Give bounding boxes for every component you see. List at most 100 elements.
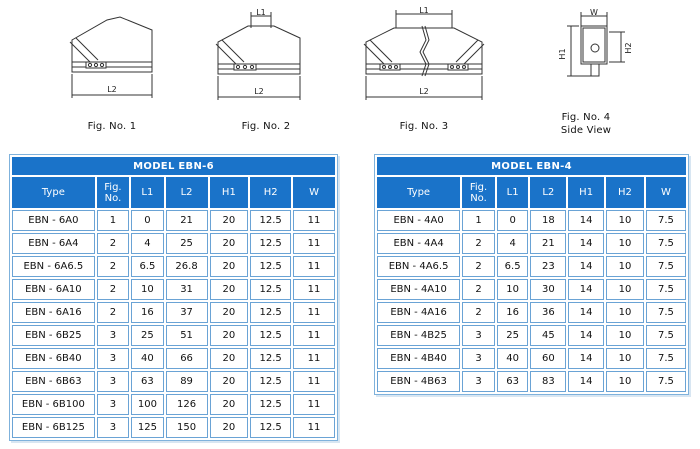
table-ebn-6-cell-h1: 20 [209,417,249,438]
table-ebn-4-cell-l1: 0 [496,210,529,231]
table-ebn-4-cell-l2: 36 [530,302,567,323]
table-ebn-4-cell-l1: 25 [496,325,529,346]
table-ebn-4-cell-h2: 10 [606,233,644,254]
table-ebn-4-cell-l1: 63 [496,371,529,392]
table-ebn-6-cell-fig-no: 3 [96,417,130,438]
table-ebn-6-cell-h1: 20 [209,210,249,231]
table-ebn-6-cell-fig-no: 2 [96,233,130,254]
figure-2-dim-l2: L2 [254,87,264,96]
table-ebn-4-header-h1: H1 [568,177,605,208]
table-ebn-6-cell-l2: 126 [165,394,208,415]
table-ebn-4-cell-h2: 10 [606,279,644,300]
table-ebn-6-cell-l1: 63 [131,371,164,392]
table-ebn-6-cell-fig-no: 2 [96,279,130,300]
table-ebn-6-cell-w: 11 [293,325,335,346]
table-ebn-4-cell-h2: 10 [606,256,644,277]
figure-4-dim-h1: H1 [558,48,567,59]
table-ebn-4-cell-h1: 14 [568,325,605,346]
table-ebn-6-cell-type: EBN - 6B63 [12,371,95,392]
table-ebn-4-cell-l2: 23 [530,256,567,277]
table-ebn-4-cell-l1: 40 [496,348,529,369]
table-ebn-6-cell-h2: 12.5 [250,256,292,277]
table-ebn-4-cell-l2: 30 [530,279,567,300]
table-ebn-6-cell-l1: 16 [131,302,164,323]
figure-4-drawing: W H1 H2 [553,4,643,99]
table-ebn-6-cell-h1: 20 [209,371,249,392]
figure-3-caption: Fig. No. 3 [399,121,449,132]
table-ebn-4-cell-l1: 4 [496,233,529,254]
table-ebn-4-cell-h1: 14 [568,371,605,392]
table-ebn-6-header-l1: L1 [131,177,164,208]
table-ebn-4-cell-w: 7.5 [645,256,686,277]
figure-4-dim-w: W [590,8,598,17]
table-ebn-6-cell-h2: 12.5 [250,394,292,415]
table-ebn-4-cell-fig-no: 1 [462,210,495,231]
table-ebn-6-cell-l2: 51 [165,325,208,346]
table-ebn-6-cell-l2: 37 [165,302,208,323]
table-ebn-6-cell-w: 11 [293,417,335,438]
table-ebn-6-cell-l2: 26.8 [165,256,208,277]
table-ebn-6-cell-type: EBN - 6B100 [12,394,95,415]
table-ebn-6-cell-h1: 20 [209,233,249,254]
table-ebn-6-cell-type: EBN - 6B40 [12,348,95,369]
table-ebn-6-cell-l2: 31 [165,279,208,300]
table-ebn-6-header-type: Type [12,177,95,208]
table-ebn-4-cell-type: EBN - 4A16 [377,302,461,323]
table-ebn-4-cell-fig-no: 3 [462,371,495,392]
table-ebn-6-cell-l1: 100 [131,394,164,415]
table-ebn-6-header-h2: H2 [250,177,292,208]
table-ebn-4-cell-l2: 21 [530,233,567,254]
table-ebn-6-cell-fig-no: 3 [96,371,130,392]
table-ebn-6-cell-w: 11 [293,279,335,300]
table-ebn-6-cell-h1: 20 [209,394,249,415]
table-ebn-4-cell-type: EBN - 4A6.5 [377,256,461,277]
table-ebn-6-cell-l1: 125 [131,417,164,438]
table-ebn-6-cell-h2: 12.5 [250,348,292,369]
table-ebn-4-cell-h1: 14 [568,348,605,369]
table-ebn-6-cell-l2: 66 [165,348,208,369]
table-ebn-6-cell-h2: 12.5 [250,302,292,323]
table-ebn-6-cell-fig-no: 3 [96,348,130,369]
table-ebn-4-cell-l1: 16 [496,302,529,323]
table-ebn-6-cell-h2: 12.5 [250,210,292,231]
table-ebn-6-cell-h2: 12.5 [250,417,292,438]
table-ebn-4-cell-h2: 10 [606,210,644,231]
table-ebn-4-header-l2: L2 [530,177,567,208]
figure-2-drawing: L1 L2 [208,8,308,108]
table-ebn-4-cell-fig-no: 2 [462,279,495,300]
table-ebn-6-cell-l1: 25 [131,325,164,346]
table-ebn-4-cell-h2: 10 [606,302,644,323]
table-ebn-6-cell-l1: 40 [131,348,164,369]
table-ebn-6-cell-fig-no: 1 [96,210,130,231]
table-ebn-6-cell-type: EBN - 6B125 [12,417,95,438]
table-ebn-4-cell-type: EBN - 4A4 [377,233,461,254]
table-ebn-6-cell-h2: 12.5 [250,371,292,392]
table-ebn-4-cell-h2: 10 [606,371,644,392]
table-ebn-6-cell-l2: 21 [165,210,208,231]
table-ebn-4-cell-fig-no: 2 [462,256,495,277]
table-ebn-4-cell-type: EBN - 4A10 [377,279,461,300]
table-ebn-4-cell-l2: 45 [530,325,567,346]
table-ebn-6-header-h1: H1 [209,177,249,208]
table-ebn-4-cell-l2: 60 [530,348,567,369]
table-ebn-6-cell-h1: 20 [209,302,249,323]
table-ebn-4-cell-l2: 83 [530,371,567,392]
table-ebn-4-cell-l1: 10 [496,279,529,300]
table-ebn-6-cell-type: EBN - 6A4 [12,233,95,254]
table-ebn-6-cell-type: EBN - 6A10 [12,279,95,300]
table-ebn-6-cell-type: EBN - 6A0 [12,210,95,231]
table-ebn-6-cell-l2: 25 [165,233,208,254]
table-ebn-4-header-l1: L1 [496,177,529,208]
